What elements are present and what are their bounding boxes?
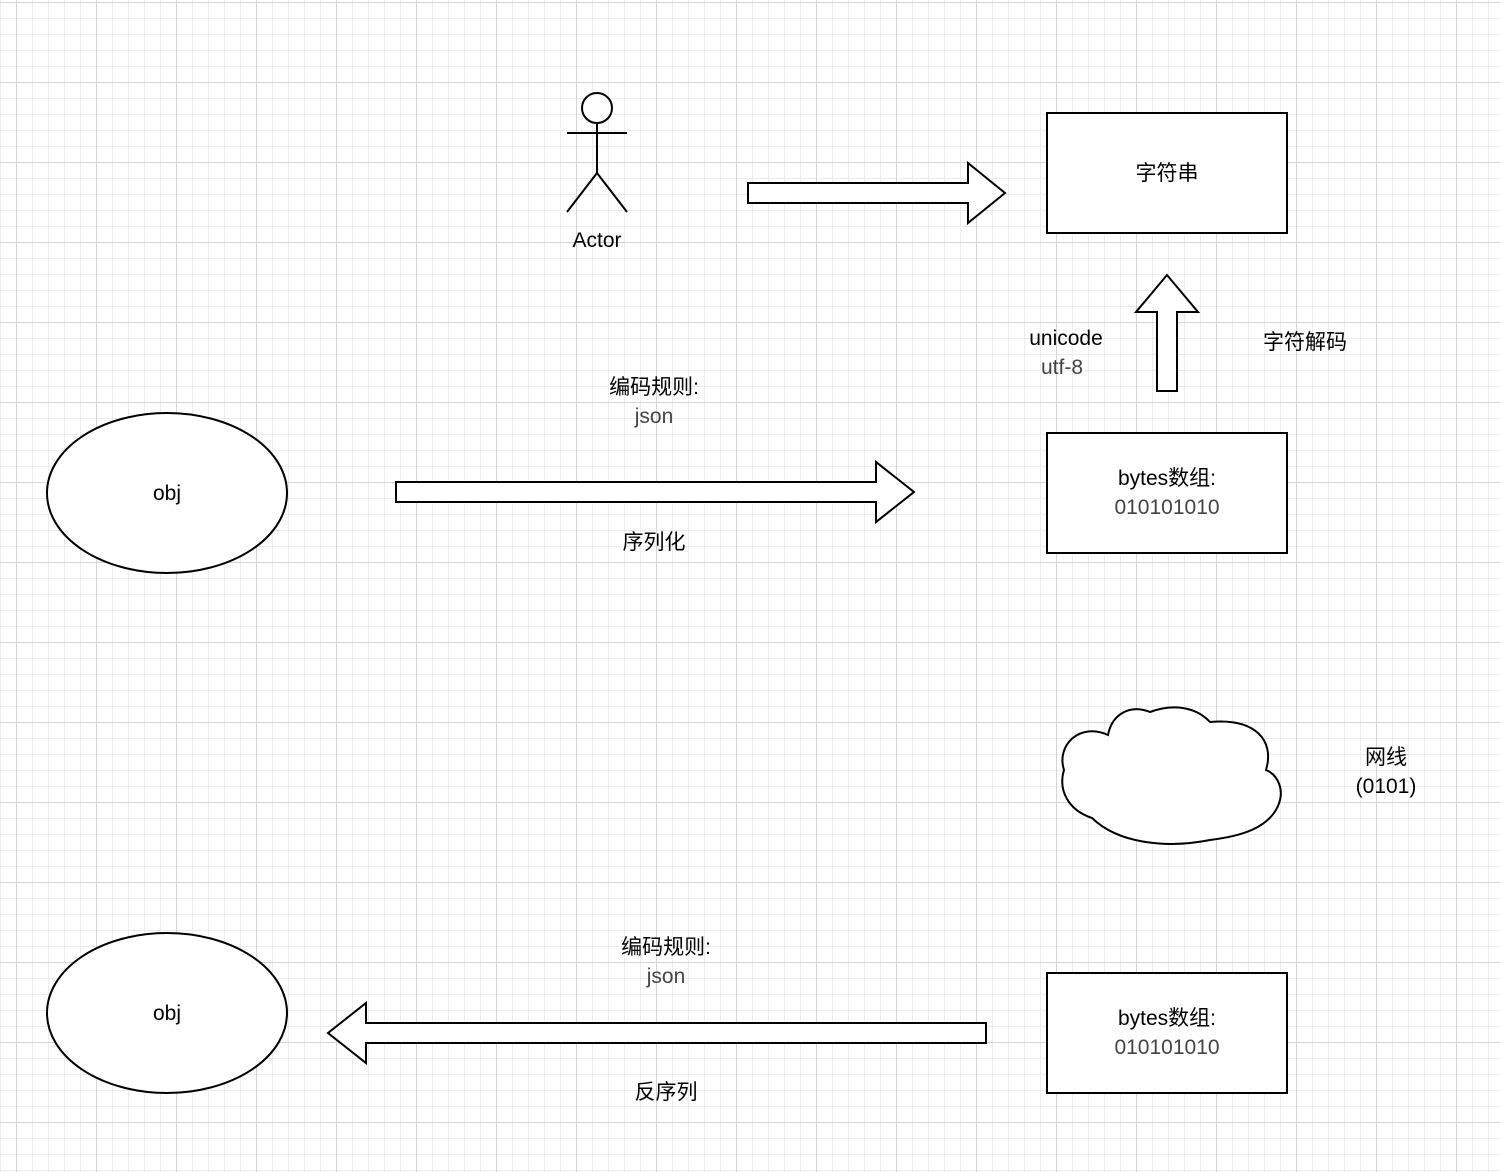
bytes-box-bottom[interactable]: bytes数组: 010101010 (1046, 972, 1288, 1094)
network-cloud[interactable] (1061, 706, 1282, 845)
obj-bottom-label: obj (152, 1002, 182, 1025)
deserialize-rule-line1: 编码规则: (621, 936, 711, 959)
deserialize-rule-line2: json (646, 965, 686, 988)
arrow-serialize[interactable] (395, 459, 916, 525)
network-line1: 网线 (1365, 746, 1407, 769)
network-line2: (0101) (1355, 775, 1417, 798)
serialize-rule-line1: 编码规则: (609, 376, 699, 399)
string-box-label: 字符串 (1135, 161, 1199, 185)
bytes-top-line1: bytes数组: (1117, 467, 1217, 490)
obj-top-label: obj (152, 482, 182, 505)
arrow-actor-to-string[interactable] (747, 160, 1007, 226)
deserialize-rule-label: 编码规则: json (586, 933, 746, 991)
deserialize-action-label: 反序列 (634, 1081, 698, 1104)
obj-ellipse-bottom[interactable] (46, 932, 288, 1094)
bytes-bottom-line1: bytes数组: (1117, 1007, 1217, 1030)
encoding-label: unicode utf-8 (1006, 324, 1126, 382)
decode-label: 字符解码 (1263, 331, 1347, 354)
bytes-box-top[interactable]: bytes数组: 010101010 (1046, 432, 1288, 554)
serialize-action-label: 序列化 (622, 531, 686, 554)
serialize-rule-line2: json (634, 405, 674, 428)
serialize-rule-label: 编码规则: json (574, 373, 734, 431)
obj-ellipse-top[interactable] (46, 412, 288, 574)
string-box[interactable]: 字符串 (1046, 112, 1288, 234)
encoding-utf8: utf-8 (1040, 356, 1084, 379)
bytes-bottom-line2: 010101010 (1114, 1036, 1220, 1059)
actor-label: Actor (572, 229, 622, 252)
arrow-deserialize[interactable] (326, 1000, 987, 1066)
arrow-decode-up[interactable] (1133, 273, 1201, 392)
actor-figure[interactable] (566, 92, 628, 213)
encoding-unicode: unicode (1029, 327, 1103, 350)
network-label: 网线 (0101) (1326, 743, 1446, 801)
bytes-top-line2: 010101010 (1114, 496, 1220, 519)
